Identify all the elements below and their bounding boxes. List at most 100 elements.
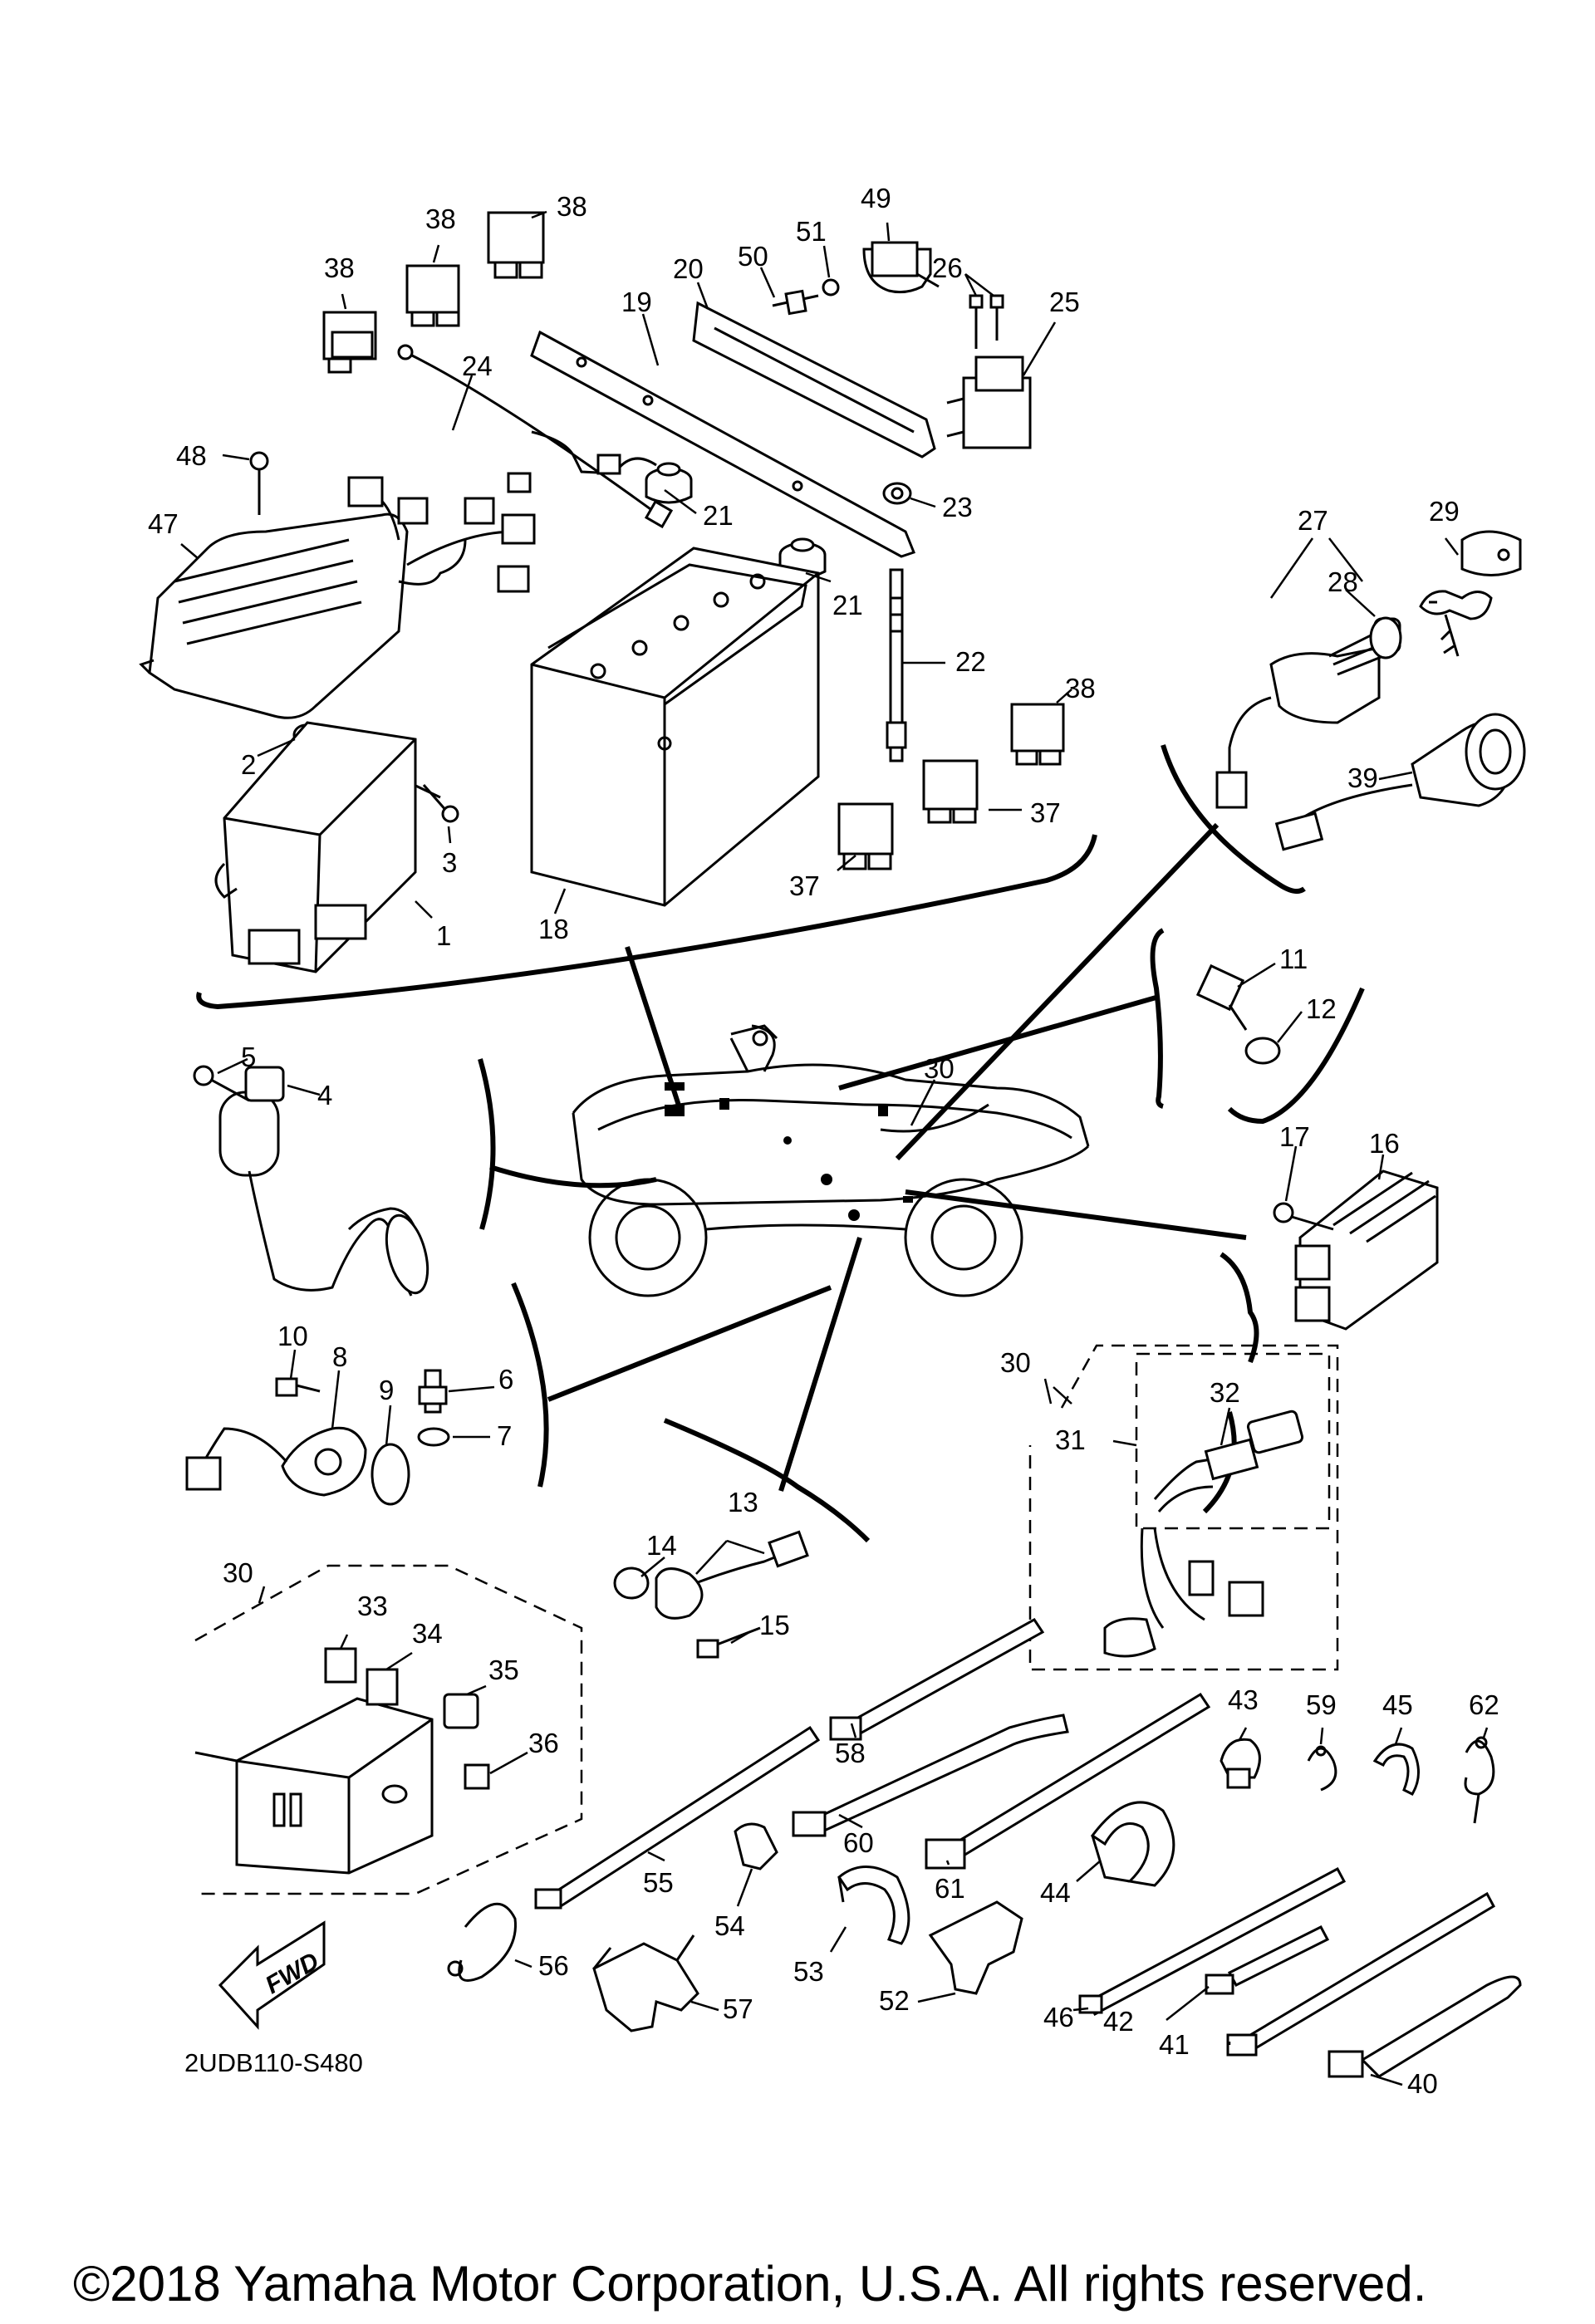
callout-61: 61 <box>935 1873 965 1904</box>
sensor-8 <box>185 1426 367 1497</box>
relay-38b <box>405 264 460 327</box>
starter-relay-49 <box>862 241 940 294</box>
callout-leaders <box>180 210 1489 2086</box>
clamp-44 <box>1090 1801 1175 1887</box>
callout-23: 23 <box>942 492 973 522</box>
o-ring-12 <box>1244 1037 1281 1065</box>
callout-35: 35 <box>488 1655 519 1685</box>
cable-tie-55 <box>534 1725 821 1910</box>
fuse-35 <box>443 1693 479 1729</box>
copyright-notice: ©2018 Yamaha Motor Corporation, U.S.A. A… <box>73 2256 1426 2312</box>
callout-36: 36 <box>528 1728 559 1758</box>
ecu-1 <box>214 721 417 973</box>
callout-41: 41 <box>1159 2029 1190 2060</box>
callout-57: 57 <box>723 1993 753 2024</box>
callout-38a: 38 <box>324 253 355 283</box>
callout-56: 56 <box>538 1950 569 1981</box>
cable-tie-40 <box>1328 1975 1522 2078</box>
callout-50: 50 <box>738 241 768 272</box>
clamp-56 <box>447 1902 517 1982</box>
callout-8: 8 <box>332 1341 347 1372</box>
group-separators <box>196 744 1365 1543</box>
o-ring-14 <box>613 1566 650 1600</box>
connector-32 <box>1204 1410 1304 1481</box>
clamp-43 <box>1220 1738 1261 1789</box>
callout-30b: 30 <box>1000 1347 1031 1378</box>
o-ring-9 <box>371 1443 410 1506</box>
callout-46: 46 <box>1043 2002 1074 2032</box>
callout-30a: 30 <box>924 1053 955 1084</box>
speed-sensor-13 <box>655 1530 809 1620</box>
clamp-62 <box>1464 1736 1495 1824</box>
callout-3: 3 <box>442 847 457 878</box>
clamp-54 <box>734 1822 778 1870</box>
callout-38d: 38 <box>1065 673 1096 704</box>
callout-38c: 38 <box>557 191 587 222</box>
bolt-15 <box>696 1626 761 1659</box>
fuse-33 <box>324 1647 357 1684</box>
damper-21a <box>645 462 693 504</box>
callout-43: 43 <box>1228 1684 1259 1715</box>
nut-23 <box>882 482 912 505</box>
sensor-11 <box>1195 963 1248 1031</box>
callout-33: 33 <box>357 1591 388 1621</box>
relay-38d <box>1010 703 1065 766</box>
callout-17: 17 <box>1279 1121 1310 1152</box>
bolt-10 <box>275 1377 321 1397</box>
callout-62: 62 <box>1469 1689 1499 1720</box>
sub-harness-31 <box>1153 1456 1222 1513</box>
callout-52: 52 <box>879 1985 910 2016</box>
callout-21a: 21 <box>703 500 734 531</box>
callout-54: 54 <box>714 1910 745 1941</box>
bolt-48 <box>249 451 269 515</box>
clamp-57 <box>592 1934 699 2032</box>
nut-28 <box>1369 616 1402 659</box>
callout-24: 24 <box>462 351 493 381</box>
callout-44: 44 <box>1040 1877 1071 1908</box>
callout-45: 45 <box>1382 1689 1413 1720</box>
ecu-47 <box>139 476 536 719</box>
battery-bolt-22 <box>886 568 907 762</box>
callout-7: 7 <box>497 1420 512 1451</box>
callout-11: 11 <box>1279 944 1308 974</box>
bolt-5 <box>193 1065 250 1102</box>
bolts-26 <box>969 294 1004 349</box>
callout-13: 13 <box>728 1487 758 1517</box>
callout-1: 1 <box>436 920 451 951</box>
callout-12: 12 <box>1306 993 1337 1024</box>
battery-18 <box>530 547 820 907</box>
callout-22: 22 <box>955 646 986 677</box>
callout-9: 9 <box>379 1375 394 1405</box>
callout-48: 48 <box>176 440 207 471</box>
clamp-52 <box>928 1900 1023 1995</box>
callout-25: 25 <box>1049 287 1080 317</box>
clamp-53 <box>837 1866 910 1945</box>
battery-lead-24 <box>397 344 674 529</box>
cable-tie-58 <box>829 1618 1045 1741</box>
key-set-29 <box>1419 530 1522 657</box>
cable-tie-41 <box>1226 1891 1495 2057</box>
cable-tie-61 <box>925 1692 1211 1870</box>
clamp-45 <box>1372 1743 1420 1796</box>
callout-4: 4 <box>317 1080 332 1111</box>
relay-37a <box>922 759 979 824</box>
relay-38a <box>322 311 377 374</box>
bolt-50 <box>772 289 819 316</box>
battery-band-20 <box>692 301 936 458</box>
callout-15: 15 <box>759 1610 790 1640</box>
callout-28: 28 <box>1328 566 1358 597</box>
callout-26: 26 <box>932 253 963 283</box>
callout-40: 40 <box>1407 2068 1438 2099</box>
bolt-17 <box>1273 1202 1334 1231</box>
callout-58: 58 <box>835 1738 866 1768</box>
callout-14: 14 <box>646 1530 677 1561</box>
atv-vehicle <box>572 1024 1090 1297</box>
callout-16: 16 <box>1369 1128 1400 1159</box>
wire-harness-30 <box>1028 1344 1339 1671</box>
fuse-36 <box>464 1763 490 1790</box>
callout-27: 27 <box>1298 505 1328 536</box>
diagram-code: 2UDB110-S480 <box>184 2048 363 2077</box>
sensor-6 <box>418 1369 448 1414</box>
callout-60: 60 <box>843 1827 874 1858</box>
